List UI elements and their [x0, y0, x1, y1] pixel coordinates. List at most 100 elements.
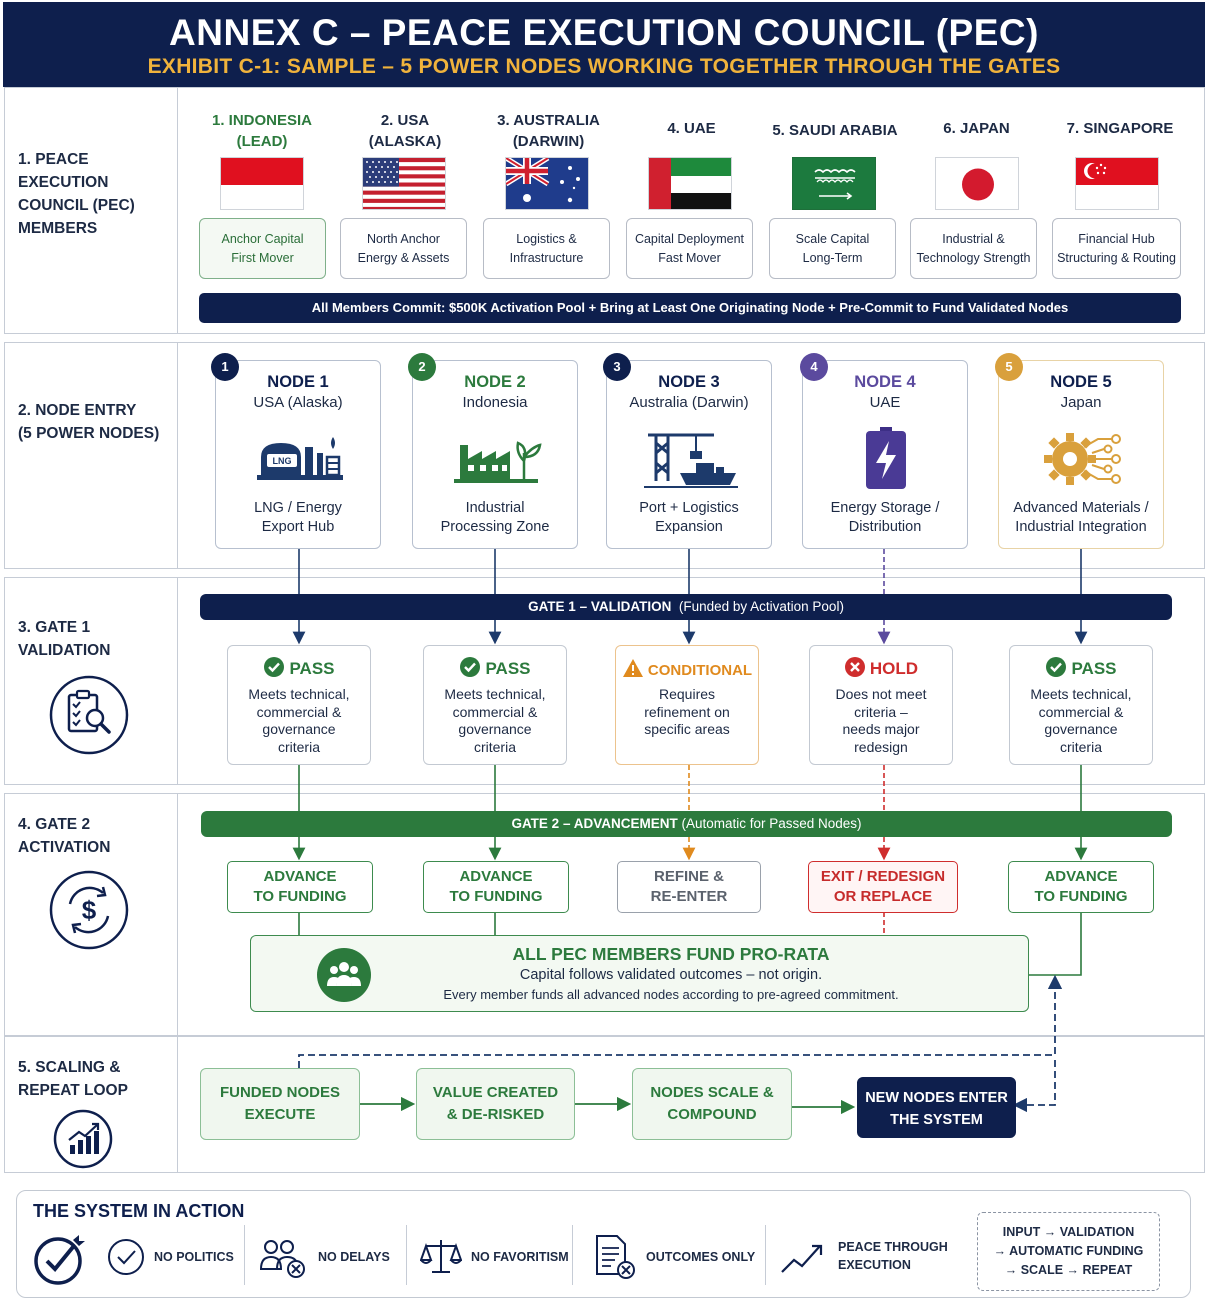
people-x-icon: [259, 1240, 305, 1278]
member-name: 6. JAPAN: [943, 120, 1010, 137]
node-number-badge: 1: [211, 353, 239, 381]
node-number-badge: 4: [800, 353, 828, 381]
gate2-bar-title: GATE 2 – ADVANCEMENT: [511, 816, 678, 831]
footer-item-label: NO POLITICS: [154, 1250, 234, 1264]
row-label-text: 2. NODE ENTRY (5 POWER NODES): [18, 402, 160, 442]
gate1-bar-note: (Funded by Activation Pool): [678, 599, 844, 614]
node-number-badge: 2: [408, 353, 436, 381]
member-tag: Scale Capital Long-Term: [769, 218, 896, 279]
target-check-icon: [34, 1235, 85, 1285]
scale-step-execute: FUNDED NODES EXECUTE: [200, 1068, 360, 1140]
check-circle-icon: [264, 657, 285, 677]
row-label-nodes: 2. NODE ENTRY (5 POWER NODES): [4, 342, 178, 569]
node-title: NODE 4: [854, 373, 916, 391]
node-description: Advanced Materials / Industrial Integrat…: [1013, 500, 1149, 535]
footer-divider: [244, 1225, 245, 1285]
trend-up-icon: [781, 1244, 823, 1273]
footer-item-label: PEACE THROUGH EXECUTION: [838, 1240, 948, 1272]
member-name: 5. SAUDI ARABIA: [772, 122, 898, 139]
member-name: 7. SINGAPORE: [1066, 120, 1174, 137]
process-loop-box: INPUT → VALIDATION → AUTOMATIC FUNDING →…: [977, 1212, 1160, 1291]
scale-step-new-nodes: NEW NODES ENTER THE SYSTEM: [857, 1077, 1016, 1138]
usa-flag: [362, 157, 446, 210]
result-status: CONDITIONAL: [616, 658, 758, 679]
row-body-members: [178, 87, 1205, 334]
battery-icon: [866, 427, 906, 489]
scale-step-compound: NODES SCALE & COMPOUND: [632, 1068, 792, 1140]
gate2-bar: GATE 2 – ADVANCEMENT (Automatic for Pass…: [201, 811, 1172, 837]
header-banner: ANNEX C – PEACE EXECUTION COUNCIL (PEC) …: [3, 2, 1205, 87]
group-people-icon: [317, 948, 371, 1002]
commitment-bar: All Members Commit: $500K Activation Poo…: [199, 293, 1181, 323]
gate1-result-2: PASS Meets technical, commercial & gover…: [423, 645, 567, 765]
outcome-exit: EXIT / REDESIGN OR REPLACE: [808, 861, 958, 913]
gate1-result-1: PASS Meets technical, commercial & gover…: [227, 645, 371, 765]
outcome-refine: REFINE & RE-ENTER: [617, 861, 761, 913]
node-number-badge: 3: [603, 353, 631, 381]
lng-label: LNG: [273, 456, 292, 466]
port-crane-icon: [644, 433, 738, 488]
node-title: NODE 2: [464, 373, 526, 391]
footer-divider: [572, 1225, 573, 1285]
scales-icon: [420, 1240, 462, 1273]
result-status: PASS: [228, 656, 370, 679]
scale-step-value: VALUE CREATED & DE-RISKED: [416, 1068, 575, 1140]
node-title: NODE 1: [267, 373, 329, 391]
row-label-gate2: 4. GATE 2 ACTIVATION $: [4, 793, 178, 1036]
pro-rata-funding-box: ALL PEC MEMBERS FUND PRO-RATA Capital fo…: [250, 935, 1029, 1012]
check-circle-icon: [1046, 657, 1067, 677]
node-location: Japan: [1060, 394, 1102, 411]
system-in-action-panel: [16, 1190, 1191, 1298]
member-name: 3. AUSTRALIA (DARWIN): [497, 112, 600, 150]
gate1-result-5: PASS Meets technical, commercial & gover…: [1009, 645, 1153, 765]
gate1-bar-title: GATE 1 – VALIDATION: [528, 599, 672, 614]
dollar-cycle-icon: $: [49, 870, 129, 950]
node-description: Industrial Processing Zone: [440, 500, 550, 535]
fund-line-1: Capital follows validated outcomes – not…: [519, 967, 823, 983]
check-circle-icon: [460, 657, 481, 677]
factory-icon: [454, 441, 542, 483]
member-tag: North Anchor Energy & Assets: [340, 218, 467, 279]
footer-divider: [765, 1225, 766, 1285]
uae-flag: [648, 157, 732, 210]
member-name: 4. UAE: [667, 120, 716, 137]
result-status: PASS: [424, 656, 566, 679]
node-card-5: NODE 5 Japan Advanced Materials / Indust…: [998, 360, 1164, 549]
node-description: Energy Storage / Distribution: [830, 500, 940, 535]
footer-title: THE SYSTEM IN ACTION: [33, 1201, 245, 1221]
outcome-advance-1: ADVANCE TO FUNDING: [227, 861, 373, 913]
row-label-text: 4. GATE 2 ACTIVATION: [18, 816, 111, 856]
gate1-bar: GATE 1 – VALIDATION (Funded by Activatio…: [200, 594, 1172, 620]
result-status: PASS: [1010, 656, 1152, 679]
row-label-text: 1. PEACE EXECUTION COUNCIL (PEC) MEMBERS: [18, 151, 135, 237]
row-label-members: 1. PEACE EXECUTION COUNCIL (PEC) MEMBERS: [4, 87, 178, 334]
x-circle-icon: [844, 657, 865, 677]
node-location: Australia (Darwin): [629, 394, 749, 411]
japan-flag: [935, 157, 1019, 210]
singapore-flag: [1075, 157, 1159, 210]
page-title: ANNEX C – PEACE EXECUTION COUNCIL (PEC): [169, 12, 1039, 53]
node-location: Indonesia: [462, 394, 528, 411]
result-text: Meets technical, commercial & governance…: [248, 686, 350, 755]
outcome-advance-3: ADVANCE TO FUNDING: [1008, 861, 1154, 913]
node-title: NODE 3: [658, 373, 720, 391]
footer-item-label: OUTCOMES ONLY: [646, 1250, 756, 1264]
row-label-gate1: 3. GATE 1 VALIDATION: [4, 577, 178, 785]
member-tag: Industrial & Technology Strength: [910, 218, 1037, 279]
indonesia-flag: [220, 157, 304, 210]
footer-divider: [406, 1225, 407, 1285]
node-location: UAE: [869, 394, 901, 411]
node-description: Port + Logistics Expansion: [639, 500, 739, 535]
member-tag: Financial Hub Structuring & Routing: [1052, 218, 1181, 279]
result-status: HOLD: [810, 656, 952, 679]
fund-title: ALL PEC MEMBERS FUND PRO-RATA: [512, 944, 830, 964]
member-tag: Capital Deployment Fast Mover: [626, 218, 753, 279]
result-text: Meets technical, commercial & governance…: [444, 686, 546, 755]
footer-item-label: NO FAVORITISM: [471, 1250, 569, 1264]
gate2-bar-note: (Automatic for Passed Nodes): [681, 816, 862, 831]
node-description: LNG / Energy Export Hub: [254, 500, 342, 535]
document-x-icon: [596, 1235, 635, 1279]
lng-plant-icon: LNG: [257, 437, 343, 480]
svg-text:$: $: [82, 895, 97, 925]
